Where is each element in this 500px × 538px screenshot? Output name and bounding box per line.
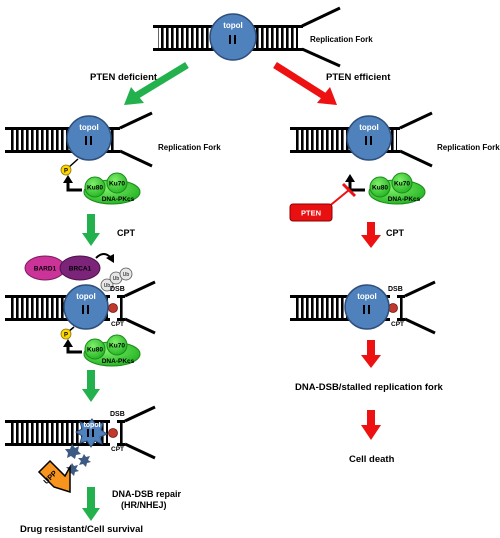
phosphorylation-arrow bbox=[66, 182, 82, 192]
degraded-topo-enzyme: topoI bbox=[75, 418, 109, 448]
bard1-label: BARD1 bbox=[34, 266, 57, 273]
cpt-tag-label: CPT bbox=[111, 321, 124, 328]
right-cpt-arrow bbox=[361, 222, 381, 248]
phosphate-label: P bbox=[64, 169, 68, 175]
topo-enzyme: topoI bbox=[209, 13, 257, 61]
left-cpt-label: CPT bbox=[117, 228, 136, 238]
blocked-phosphorylation-arrow bbox=[348, 181, 365, 192]
dna-pk-complex: Ku80 Ku70 DNA-PKcs bbox=[368, 172, 426, 205]
topo-enzyme: topoI bbox=[63, 284, 109, 330]
topo-label: topoI bbox=[357, 292, 377, 301]
stalled-fork-label: DNA-DSB/stalled replication fork bbox=[295, 382, 444, 393]
brca1-label: BRCA1 bbox=[69, 266, 92, 273]
cpt-tag-label: CPT bbox=[111, 446, 124, 453]
dna-pk-complex: Ku80 Ku70 DNA-PKcs bbox=[83, 334, 141, 367]
cpt-tag-label: CPT bbox=[391, 321, 404, 328]
left-cpt-arrow bbox=[82, 214, 100, 246]
topo-label: topoI bbox=[83, 422, 100, 429]
ku80-label: Ku80 bbox=[87, 185, 103, 192]
dsb-label: DSB bbox=[388, 286, 403, 293]
ku70-label: Ku70 bbox=[394, 181, 410, 188]
upp-arrow: UPP bbox=[37, 459, 71, 494]
dna-pkcs-label: DNA-PKcs bbox=[102, 196, 135, 203]
replication-fork-label: Replication Fork bbox=[437, 143, 500, 152]
ub-label: Ub bbox=[123, 272, 130, 278]
cell-death-label: Cell death bbox=[349, 454, 395, 465]
top-replication-fork: topoI Replication Fork bbox=[153, 6, 373, 68]
left-replication-fork: topoI Replication Fork P Ku80 Ku70 DNA-P… bbox=[5, 111, 221, 205]
replication-fork-label: Replication Fork bbox=[158, 143, 221, 152]
right-replication-fork: topoI Replication Fork Ku80 Ku70 DNA-PKc… bbox=[289, 111, 500, 222]
left-cleaved-fork: DSB CPT topoI P Ku80 Ku70 DNA-PKcs bbox=[5, 280, 156, 367]
ku80-label: Ku80 bbox=[372, 185, 388, 192]
green-branch-arrow bbox=[124, 62, 189, 105]
dsb-repair-mechanism-label: (HR/NHEJ) bbox=[121, 500, 167, 510]
cpt-drug-marker bbox=[108, 428, 118, 438]
right-red-arrow-3 bbox=[361, 410, 381, 440]
ku70-label: Ku70 bbox=[109, 181, 125, 188]
topo-enzyme: topoI bbox=[344, 284, 390, 330]
ku80-label: Ku80 bbox=[87, 347, 103, 354]
pten-efficient-label: PTEN efficient bbox=[326, 72, 391, 83]
topo-label: topoI bbox=[359, 123, 379, 132]
dsb-label: DSB bbox=[110, 286, 125, 293]
dsb-label: DSB bbox=[110, 411, 125, 418]
replication-fork-label: Replication Fork bbox=[310, 35, 373, 44]
topo-enzyme: topoI bbox=[346, 115, 392, 161]
phosphate-label: P bbox=[64, 333, 68, 339]
dna-pkcs-label: DNA-PKcs bbox=[102, 358, 135, 365]
drug-resistant-label: Drug resistant/Cell survival bbox=[20, 524, 143, 535]
cpt-drug-marker bbox=[108, 303, 118, 313]
cpt-drug-marker bbox=[388, 303, 398, 313]
ub-label: Ub bbox=[113, 276, 120, 282]
phosphate-marker: P bbox=[60, 328, 72, 340]
right-cleaved-fork: DSB CPT topoI bbox=[290, 280, 436, 335]
phosphate-marker: P bbox=[60, 164, 72, 176]
dsb-repair-label: DNA-DSB repair bbox=[112, 489, 182, 499]
bard1-brca1-complex: BARD1 BRCA1 bbox=[24, 255, 101, 281]
ku70-label: Ku70 bbox=[109, 343, 125, 350]
topo-label: topoI bbox=[76, 292, 96, 301]
left-degradation-fork: DSB CPT topoI UPP bbox=[5, 405, 156, 494]
right-red-arrow-2 bbox=[361, 340, 381, 368]
dna-pk-complex: Ku80 Ku70 DNA-PKcs bbox=[83, 172, 141, 205]
left-green-arrow-2 bbox=[82, 370, 100, 402]
left-green-arrow-3 bbox=[82, 487, 100, 521]
pten-box: PTEN bbox=[289, 203, 333, 222]
topo-label: topoI bbox=[223, 21, 243, 30]
ub-label: Ub bbox=[104, 283, 111, 289]
dna-pkcs-label: DNA-PKcs bbox=[388, 196, 421, 203]
topo-label: topoI bbox=[79, 123, 99, 132]
topo-enzyme: topoI bbox=[66, 115, 112, 161]
red-branch-arrow bbox=[273, 62, 337, 105]
ubiquitin-chain: Ub Ub Ub bbox=[100, 267, 133, 292]
right-cpt-label: CPT bbox=[386, 228, 405, 238]
phosphorylation-arrow bbox=[66, 346, 82, 354]
pten-label: PTEN bbox=[301, 209, 321, 218]
pten-deficient-label: PTEN deficient bbox=[90, 72, 158, 83]
